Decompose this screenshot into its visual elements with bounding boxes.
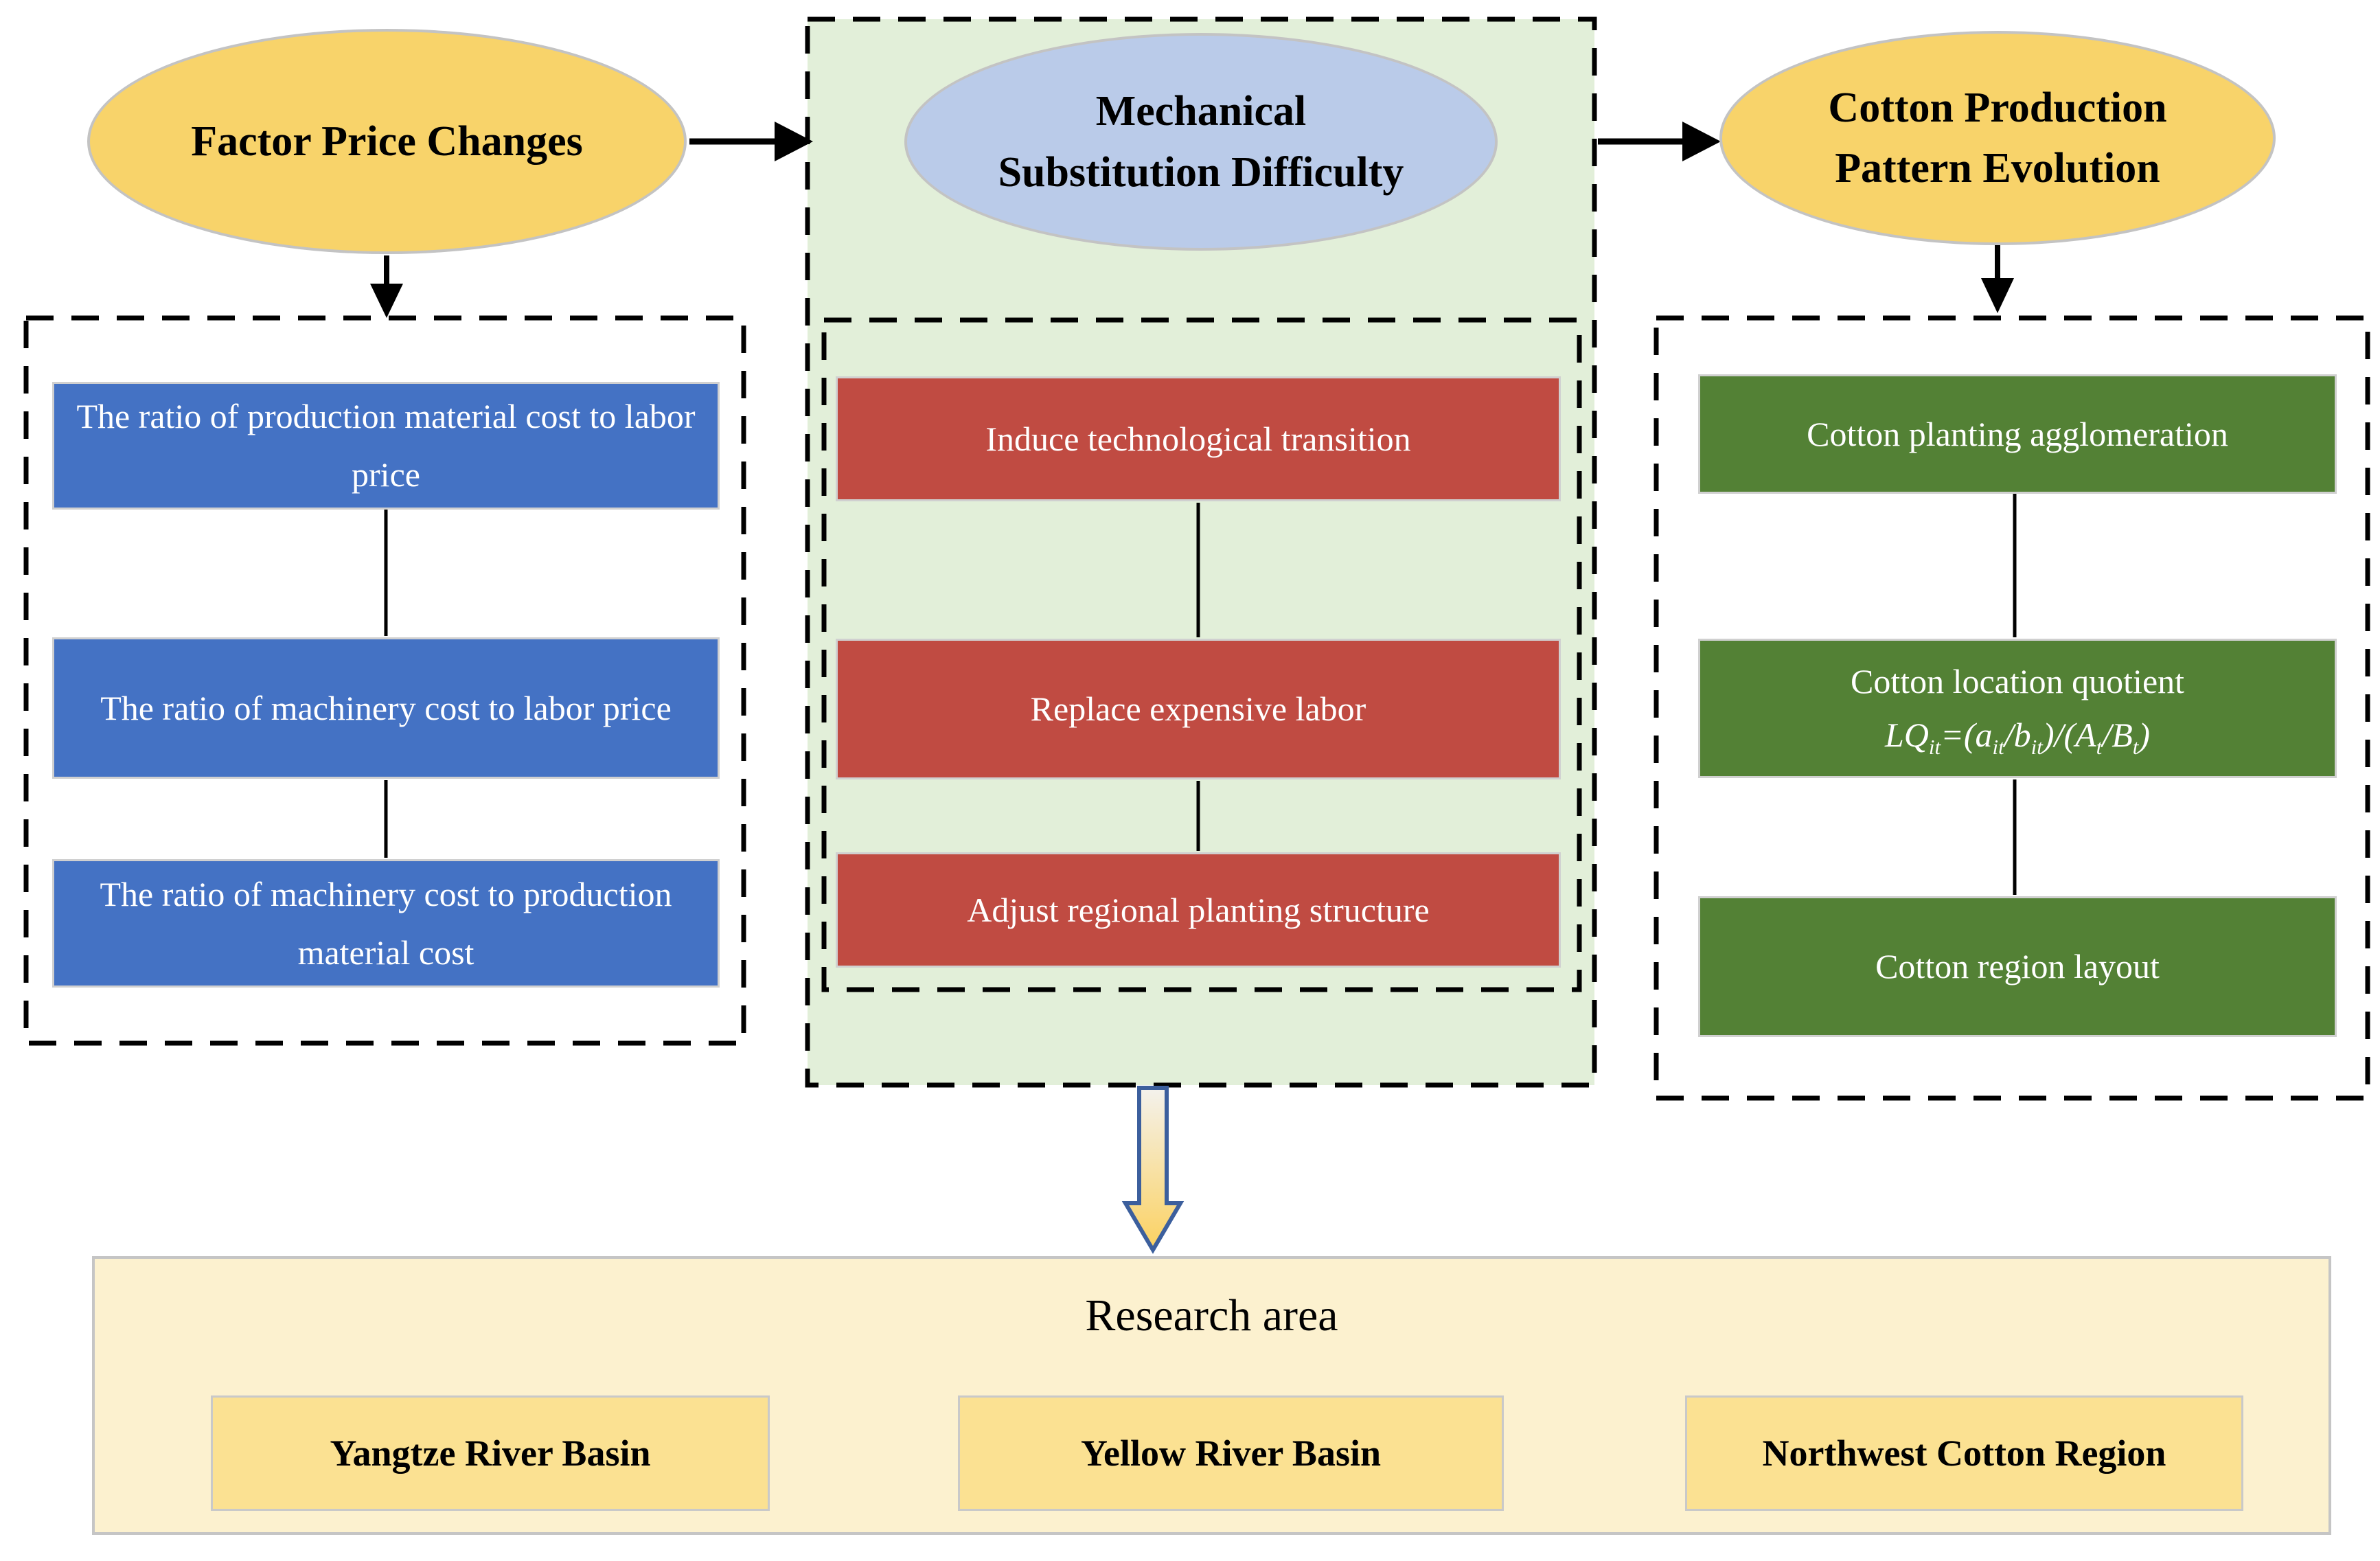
cotton-pattern-evolution-node: Cotton Production Pattern Evolution bbox=[1719, 31, 2276, 245]
mechanical-substitution-label-line2: Substitution Difficulty bbox=[998, 148, 1404, 196]
region-box-yellow-river: Yellow River Basin bbox=[958, 1395, 1504, 1511]
factor-indicator-box-3: The ratio of machinery cost to productio… bbox=[52, 859, 720, 988]
arrow-pattern-to-panel bbox=[1981, 245, 2014, 313]
big-down-arrow-icon bbox=[1121, 1086, 1185, 1254]
region-box-yangtze: Yangtze River Basin bbox=[211, 1395, 770, 1511]
mechanism-effect-text-1: Induce technological transition bbox=[985, 419, 1411, 458]
pattern-indicator-text-1: Cotton planting agglomeration bbox=[1807, 414, 2228, 453]
region-label-yellow-river: Yellow River Basin bbox=[1080, 1433, 1381, 1474]
mechanism-effect-text-2: Replace expensive labor bbox=[1030, 690, 1366, 728]
mechanism-effect-box-3: Adjust regional planting structure bbox=[836, 852, 1561, 968]
mechanism-effect-box-1: Induce technological transition bbox=[836, 376, 1561, 501]
factor-indicator-text-1: The ratio of production material cost to… bbox=[76, 397, 696, 494]
region-label-yangtze: Yangtze River Basin bbox=[330, 1433, 651, 1474]
cotton-pattern-label-line1: Cotton Production bbox=[1828, 84, 2167, 131]
region-box-northwest: Northwest Cotton Region bbox=[1685, 1395, 2243, 1511]
arrow-factor-to-panel bbox=[370, 255, 403, 318]
factor-indicator-text-3: The ratio of machinery cost to productio… bbox=[100, 874, 672, 972]
factor-indicator-box-1: The ratio of production material cost to… bbox=[52, 382, 720, 510]
location-quotient-formula: LQit=(ait/bit)/(At/Bt) bbox=[1884, 715, 2151, 759]
pattern-indicator-box-2: Cotton location quotient LQit=(ait/bit)/… bbox=[1698, 639, 2337, 778]
box-connector-lines bbox=[384, 494, 2017, 895]
cotton-pattern-label-line2: Pattern Evolution bbox=[1835, 145, 2160, 192]
mechanism-effect-box-2: Replace expensive labor bbox=[836, 639, 1561, 779]
factor-indicator-box-2: The ratio of machinery cost to labor pri… bbox=[52, 637, 720, 779]
factor-indicator-text-2: The ratio of machinery cost to labor pri… bbox=[100, 688, 672, 727]
factor-price-changes-label: Factor Price Changes bbox=[191, 117, 583, 165]
factor-price-changes-node: Factor Price Changes bbox=[87, 29, 687, 254]
mechanism-inner-panel-border bbox=[821, 317, 1582, 992]
arrow-mechanical-to-pattern bbox=[1598, 122, 1721, 161]
arrow-factor-to-mechanical bbox=[689, 122, 813, 161]
mechanism-effect-text-3: Adjust regional planting structure bbox=[967, 890, 1430, 929]
pattern-indicator-box-1: Cotton planting agglomeration bbox=[1698, 374, 2337, 494]
pattern-indicator-box-3: Cotton region layout bbox=[1698, 896, 2337, 1037]
pattern-indicator-text-3: Cotton region layout bbox=[1875, 947, 2160, 985]
mechanical-substitution-node: Mechanical Substitution Difficulty bbox=[904, 33, 1498, 251]
region-label-northwest: Northwest Cotton Region bbox=[1762, 1433, 2166, 1474]
research-area-title: Research area bbox=[1085, 1290, 1338, 1341]
mechanical-substitution-label-line1: Mechanical bbox=[1095, 88, 1307, 135]
location-quotient-title: Cotton location quotient bbox=[1850, 662, 2185, 700]
